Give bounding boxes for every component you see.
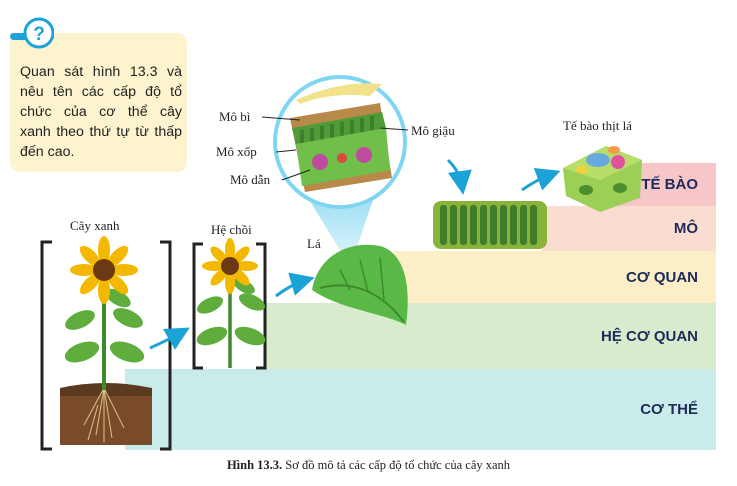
question-text: Quan sát hình 13.3 và nêu tên các cấp độ… (20, 64, 182, 160)
figure-number: Hình 13.3. (226, 458, 283, 472)
level-te-bao-label: TẾ BÀO (641, 176, 698, 193)
label-te-bao-thit-la: Tế bào thịt lá (563, 118, 632, 133)
label-he-choi: Hệ chồi (211, 222, 252, 237)
leaf (312, 244, 408, 325)
sunflower-plant (60, 236, 152, 445)
level-co-quan: CƠ QUAN (394, 251, 716, 303)
svg-text:?: ? (33, 24, 45, 45)
label-cay-xanh: Cây xanh (70, 218, 120, 233)
arrow-plant-to-shoot (149, 327, 190, 350)
figure-caption-text: Sơ đồ mô tả các cấp độ tổ chức của cây x… (282, 458, 511, 472)
arrow-tissue-to-cell (521, 168, 561, 192)
label-mo-giau: Mô giậu (411, 123, 455, 138)
mesophyll-cell (563, 146, 642, 212)
figure-caption: Hình 13.3. Sơ đồ mô tả các cấp độ tổ chứ… (0, 458, 737, 473)
label-mo-bi: Mô bì (219, 109, 251, 124)
level-co-the-label: CƠ THỂ (640, 401, 698, 418)
palisade-tissue (433, 201, 547, 249)
shoot-system (196, 238, 266, 368)
question-box (10, 33, 187, 172)
label-la: Lá (307, 236, 321, 251)
label-mo-xop: Mô xốp (216, 144, 257, 159)
level-co-quan-label: CƠ QUAN (626, 268, 698, 286)
question-icon: ? (10, 17, 54, 49)
label-mo-dan: Mô dẫn (230, 172, 271, 187)
level-he-co-quan-label: HỆ CƠ QUAN (601, 327, 698, 345)
arrow-mo-giau-to-tissue (446, 158, 472, 195)
leaf-cross-section (290, 83, 392, 192)
level-co-the: CƠ THỂ (125, 369, 716, 450)
level-he-co-quan: HỆ CƠ QUAN (265, 303, 716, 369)
level-mo: MÔ (542, 206, 716, 251)
level-mo-label: MÔ (673, 220, 698, 237)
arrow-shoot-to-leaf (275, 272, 315, 298)
